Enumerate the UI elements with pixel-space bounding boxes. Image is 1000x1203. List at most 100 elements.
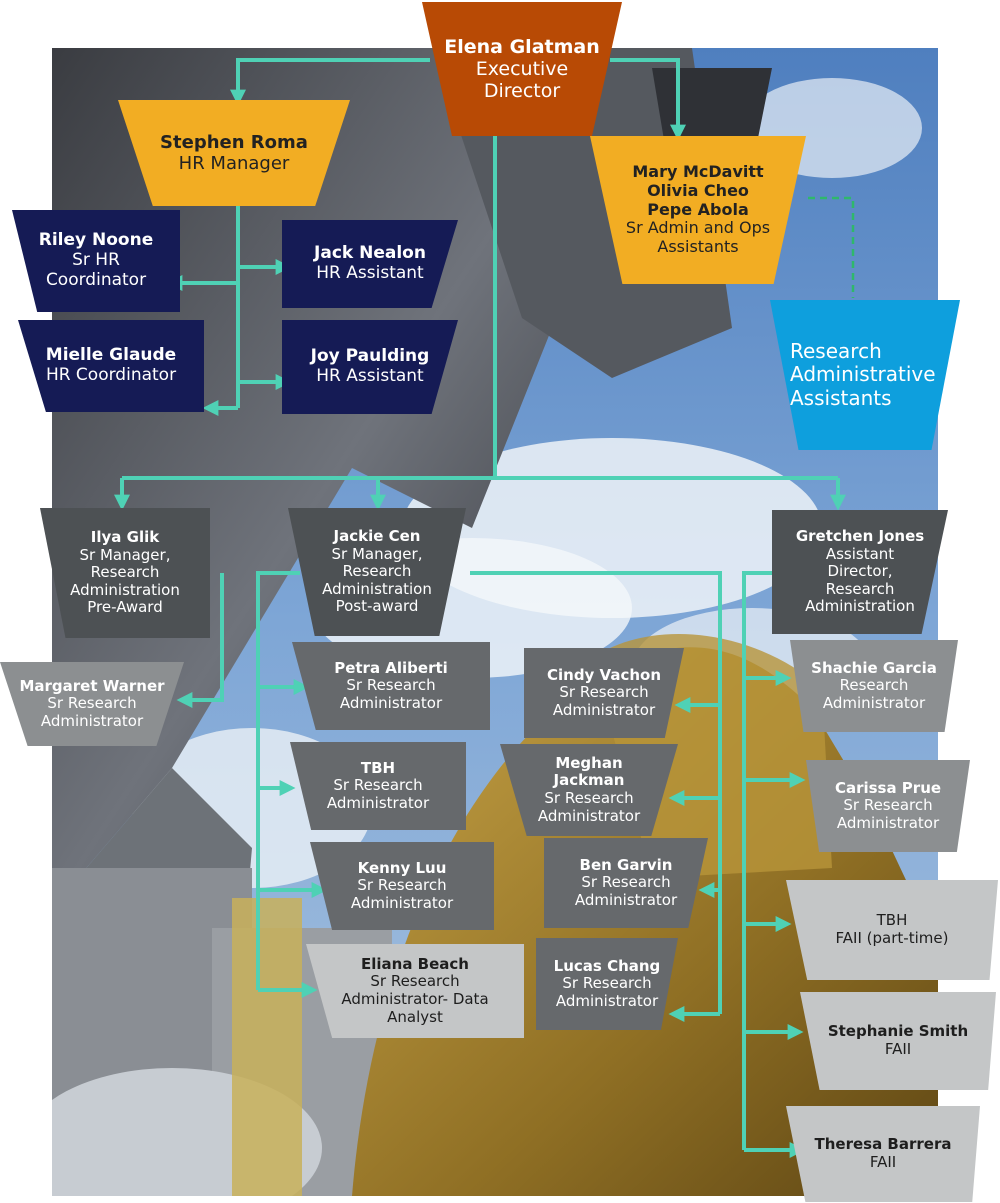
research-admin-assistants-box: Research Administrative Assistants — [770, 300, 960, 450]
gretchen-title-line-2: Director, — [827, 563, 892, 581]
margaret-warner-box: Margaret Warner Sr Research Administrato… — [0, 662, 184, 746]
cindy-title-line-2: Administrator — [553, 702, 655, 720]
ilya-name: Ilya Glik — [91, 529, 159, 547]
lucas-title-line-1: Sr Research — [562, 975, 651, 993]
theresa-title: FAII — [870, 1154, 896, 1172]
carissa-name: Carissa Prue — [835, 780, 941, 798]
jackie-title-line-1: Sr Manager, — [332, 546, 423, 564]
jackie-title-line-2: Research — [343, 563, 412, 581]
eliana-title-line-2: Administrator- Data — [341, 991, 488, 1009]
jackie-cen-box: Jackie Cen Sr Manager, Research Administ… — [288, 508, 466, 636]
kenny-name: Kenny Luu — [358, 860, 447, 878]
ilya-glik-box: Ilya Glik Sr Manager, Research Administr… — [40, 508, 210, 638]
line-jackie-left-trunk — [258, 573, 300, 990]
tbh2-title: FAII (part-time) — [836, 930, 949, 948]
ben-garvin-box: Ben Garvin Sr Research Administrator — [544, 838, 708, 928]
petra-title-line-1: Sr Research — [346, 677, 435, 695]
tbh-faii-box: TBH FAII (part-time) — [786, 880, 998, 980]
jack-nealon-box: Jack Nealon HR Assistant — [282, 220, 458, 308]
theresa-name: Theresa Barrera — [815, 1136, 952, 1154]
jack-title: HR Assistant — [316, 264, 423, 284]
cindy-vachon-box: Cindy Vachon Sr Research Administrator — [524, 648, 684, 738]
lucas-chang-box: Lucas Chang Sr Research Administrator — [536, 938, 678, 1030]
ben-name: Ben Garvin — [580, 857, 673, 875]
riley-noone-box: Riley Noone Sr HR Coordinator — [12, 210, 180, 312]
eliana-title-line-1: Sr Research — [370, 973, 459, 991]
ilya-title-line-3: Administration — [70, 582, 180, 600]
hr-manager-name: Stephen Roma — [160, 132, 308, 153]
kenny-luu-box: Kenny Luu Sr Research Administrator — [310, 842, 494, 930]
line-exec-to-admin-ops — [610, 60, 678, 135]
hr-manager-title: HR Manager — [179, 153, 290, 174]
joy-title: HR Assistant — [316, 367, 423, 387]
raa-line-2: Administrative — [790, 363, 936, 386]
executive-title-line-2: Director — [484, 80, 560, 102]
theresa-barrera-box: Theresa Barrera FAII — [786, 1106, 980, 1202]
lucas-name: Lucas Chang — [554, 958, 661, 976]
mielle-glaude-box: Mielle Glaude HR Coordinator — [18, 320, 204, 412]
ilya-title-line-2: Research — [91, 564, 160, 582]
meghan-jackman-box: Meghan Jackman Sr Research Administrator — [500, 744, 678, 836]
petra-title-line-2: Administrator — [340, 695, 442, 713]
riley-title-line-1: Sr HR — [72, 251, 120, 271]
eliana-title-line-3: Analyst — [387, 1009, 443, 1027]
executive-director-box: Elena Glatman Executive Director — [422, 2, 622, 136]
eliana-name: Eliana Beach — [361, 956, 469, 974]
carissa-title-line-2: Administrator — [837, 815, 939, 833]
gretchen-name: Gretchen Jones — [796, 528, 924, 546]
shachie-title-line-2: Administrator — [823, 695, 925, 713]
petra-aliberti-box: Petra Aliberti Sr Research Administrator — [292, 642, 490, 730]
ben-title-line-1: Sr Research — [581, 874, 670, 892]
stephanie-title: FAII — [885, 1041, 911, 1059]
joy-paulding-box: Joy Paulding HR Assistant — [282, 320, 458, 414]
joy-name: Joy Paulding — [311, 347, 430, 367]
kenny-title-line-2: Administrator — [351, 895, 453, 913]
tbh1-title-line-2: Administrator — [327, 795, 429, 813]
meghan-title-line-1: Sr Research — [544, 790, 633, 808]
gretchen-title-line-1: Assistant — [826, 546, 894, 564]
admin-ops-name-3: Pepe Abola — [647, 201, 749, 220]
gretchen-title-line-4: Administration — [805, 598, 915, 616]
meghan-title-line-2: Administrator — [538, 808, 640, 826]
tbh1-name: TBH — [361, 760, 395, 778]
shachie-name: Shachie Garcia — [811, 660, 937, 678]
petra-name: Petra Aliberti — [334, 660, 448, 678]
eliana-beach-box: Eliana Beach Sr Research Administrator- … — [306, 944, 524, 1038]
margaret-title-line-2: Administrator — [41, 713, 143, 731]
ilya-title-line-1: Sr Manager, — [80, 547, 171, 565]
tbh-sr-research-admin-box: TBH Sr Research Administrator — [290, 742, 466, 830]
hr-manager-box: Stephen Roma HR Manager — [118, 100, 350, 206]
admin-ops-name-1: Mary McDavitt — [632, 163, 763, 182]
meghan-name-line-2: Jackman — [553, 772, 624, 790]
gretchen-jones-box: Gretchen Jones Assistant Director, Resea… — [772, 510, 948, 634]
riley-name: Riley Noone — [39, 231, 154, 251]
jack-name: Jack Nealon — [314, 244, 426, 264]
cindy-title-line-1: Sr Research — [559, 684, 648, 702]
raa-line-3: Assistants — [790, 387, 892, 410]
carissa-title-line-1: Sr Research — [843, 797, 932, 815]
ilya-title-line-4: Pre-Award — [87, 599, 162, 617]
line-gretchen-trunk — [744, 573, 776, 1150]
mielle-name: Mielle Glaude — [46, 346, 176, 366]
executive-title-line-1: Executive — [476, 58, 569, 80]
executive-name: Elena Glatman — [444, 36, 600, 58]
lucas-title-line-2: Administrator — [556, 993, 658, 1011]
raa-line-1: Research — [790, 340, 882, 363]
jackie-title-line-4: Post-award — [336, 598, 419, 616]
line-exec-to-hr-manager — [238, 60, 430, 100]
carissa-prue-box: Carissa Prue Sr Research Administrator — [806, 760, 970, 852]
riley-title-line-2: Coordinator — [46, 271, 146, 291]
admin-ops-name-2: Olivia Cheo — [647, 182, 749, 201]
jackie-name: Jackie Cen — [334, 528, 421, 546]
meghan-name: Meghan — [555, 755, 622, 773]
margaret-title-line-1: Sr Research — [47, 695, 136, 713]
jackie-title-line-3: Administration — [322, 581, 432, 599]
dotted-link-admin-to-raa — [808, 198, 853, 298]
mielle-title: HR Coordinator — [46, 366, 176, 386]
cindy-name: Cindy Vachon — [547, 667, 661, 685]
stephanie-smith-box: Stephanie Smith FAII — [800, 992, 996, 1090]
stephanie-name: Stephanie Smith — [828, 1023, 968, 1041]
admin-ops-box: Mary McDavitt Olivia Cheo Pepe Abola Sr … — [590, 136, 806, 284]
admin-ops-title-line-1: Sr Admin and Ops — [626, 219, 770, 238]
tbh1-title-line-1: Sr Research — [333, 777, 422, 795]
